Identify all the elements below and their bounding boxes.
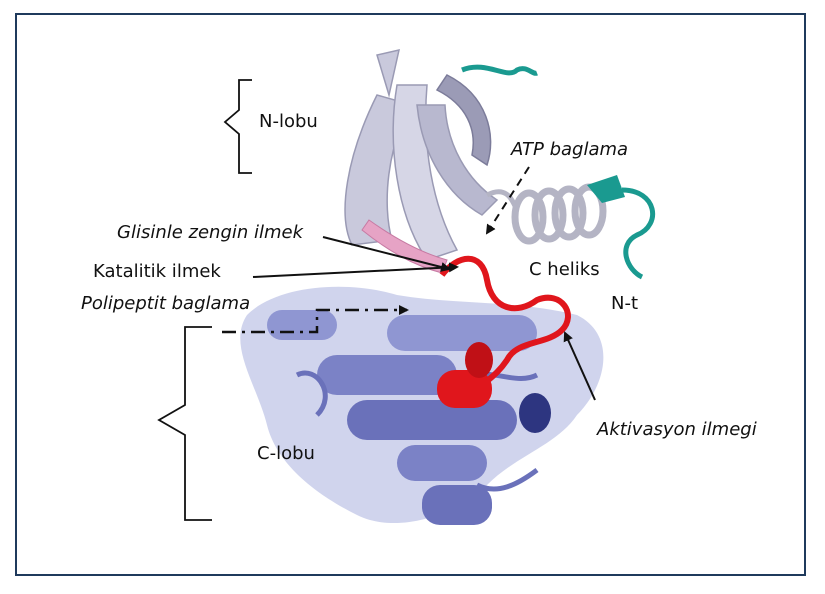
c-helix-structure (511, 183, 607, 245)
c-lobe-helix (317, 355, 457, 395)
c-lobe-helix (397, 445, 487, 481)
n-lobe-bracket (223, 79, 252, 174)
n-lobe-label: N-lobu (259, 111, 318, 132)
c-helix-label: C heliks (529, 259, 600, 280)
c-lobe-label: C-lobu (257, 443, 315, 464)
c-lobe-helix (422, 485, 492, 525)
n-terminus-label: N-t (611, 293, 639, 314)
polypeptide-binding-label: Polipeptit baglama (81, 293, 251, 314)
n-terminus-structure (461, 64, 656, 280)
c-lobe-helix (387, 315, 537, 351)
activation-loop-label: Aktivasyon ilmegi (597, 419, 757, 440)
n-lobe-structure (344, 49, 499, 261)
c-helix-linker (485, 189, 520, 212)
c-lobe-helix (519, 393, 551, 433)
c-lobe-bracket (157, 326, 212, 521)
c-lobe-structure (240, 286, 604, 525)
catalytic-loop-label: Katalitik ilmek (93, 261, 221, 282)
activation-loop-structure (437, 255, 571, 408)
activation-loop-leader (563, 331, 596, 401)
glycine-loop-label: Glisinle zengin ilmek (117, 222, 304, 243)
c-lobe-helix (267, 310, 337, 340)
atp-binding-label: ATP baglama (511, 139, 629, 160)
catalytic-loop-leader (252, 262, 459, 278)
kinase-diagram (157, 49, 656, 525)
glycine-loop-structure (361, 219, 448, 274)
c-lobe-helix (347, 400, 517, 440)
glycine-loop-leader (322, 236, 451, 272)
figure-frame: N-lobu ATP baglama Glisinle zengin ilmek… (15, 13, 806, 576)
